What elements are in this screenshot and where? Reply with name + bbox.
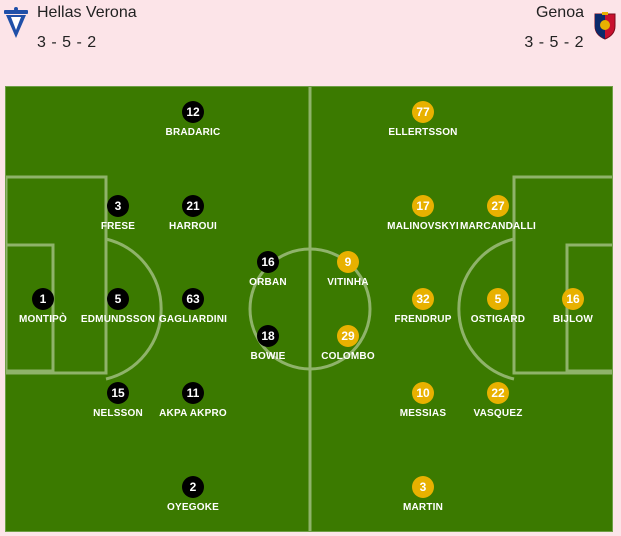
player-name: COLOMBO bbox=[321, 351, 375, 362]
home-player[interactable]: 3 FRESE bbox=[63, 195, 173, 232]
player-name: GAGLIARDINI bbox=[158, 314, 228, 325]
player-name: EDMUNDSSON bbox=[80, 314, 156, 325]
player-name: VASQUEZ bbox=[473, 408, 523, 419]
home-player[interactable]: 11 AKPA AKPRO bbox=[138, 382, 248, 419]
away-player[interactable]: 9 VITINHA bbox=[293, 251, 403, 288]
player-number: 5 bbox=[487, 288, 509, 310]
player-number: 1 bbox=[32, 288, 54, 310]
home-player[interactable]: 15 NELSSON bbox=[63, 382, 173, 419]
player-name: FRENDRUP bbox=[394, 314, 452, 325]
player-number: 3 bbox=[107, 195, 129, 217]
player-name: ELLERTSSON bbox=[388, 127, 458, 138]
home-formation: 3 - 5 - 2 bbox=[37, 34, 97, 51]
home-player[interactable]: 5 EDMUNDSSON bbox=[63, 288, 173, 325]
player-name: MONTIPÒ bbox=[18, 314, 68, 325]
away-player[interactable]: 77 ELLERTSSON bbox=[368, 101, 478, 138]
away-player[interactable]: 32 FRENDRUP bbox=[368, 288, 478, 325]
player-name: BIJLOW bbox=[552, 314, 594, 325]
player-number: 9 bbox=[337, 251, 359, 273]
hellas-verona-crest-icon bbox=[2, 6, 30, 47]
home-player[interactable]: 12 BRADARIC bbox=[138, 101, 248, 138]
player-number: 63 bbox=[182, 288, 204, 310]
player-number: 77 bbox=[412, 101, 434, 123]
away-player[interactable]: 27 MARCANDALLI bbox=[443, 195, 553, 232]
away-player[interactable]: 5 OSTIGARD bbox=[443, 288, 553, 325]
home-player[interactable]: 1 MONTIPÒ bbox=[0, 288, 98, 325]
away-formation: 3 - 5 - 2 bbox=[524, 34, 584, 51]
player-number: 16 bbox=[257, 251, 279, 273]
player-name: HARROUI bbox=[168, 221, 218, 232]
away-player[interactable]: 22 VASQUEZ bbox=[443, 382, 553, 419]
home-player[interactable]: 2 OYEGOKE bbox=[138, 476, 248, 513]
home-player[interactable]: 63 GAGLIARDINI bbox=[138, 288, 248, 325]
player-name: MARTIN bbox=[402, 502, 444, 513]
player-number: 32 bbox=[412, 288, 434, 310]
player-number: 16 bbox=[562, 288, 584, 310]
player-number: 18 bbox=[257, 325, 279, 347]
player-name: BRADARIC bbox=[165, 127, 221, 138]
player-number: 15 bbox=[107, 382, 129, 404]
home-team-name: Hellas Verona bbox=[37, 4, 137, 21]
player-name: ORBAN bbox=[249, 277, 287, 288]
player-number: 22 bbox=[487, 382, 509, 404]
player-name: OYEGOKE bbox=[167, 502, 219, 513]
player-name: MALINOVSKYI bbox=[387, 221, 459, 232]
player-number: 11 bbox=[182, 382, 204, 404]
player-number: 27 bbox=[487, 195, 509, 217]
away-player[interactable]: 3 MARTIN bbox=[368, 476, 478, 513]
player-number: 3 bbox=[412, 476, 434, 498]
away-team-name: Genoa bbox=[535, 4, 584, 21]
player-name: AKPA AKPRO bbox=[159, 408, 227, 419]
player-name: MARCANDALLI bbox=[459, 221, 537, 232]
player-number: 12 bbox=[182, 101, 204, 123]
home-player[interactable]: 21 HARROUI bbox=[138, 195, 248, 232]
player-number: 10 bbox=[412, 382, 434, 404]
away-player[interactable]: 29 COLOMBO bbox=[293, 325, 403, 362]
away-player[interactable]: 17 MALINOVSKYI bbox=[368, 195, 478, 232]
player-number: 17 bbox=[412, 195, 434, 217]
player-name: BOWIE bbox=[250, 351, 286, 362]
player-number: 2 bbox=[182, 476, 204, 498]
player-name: OSTIGARD bbox=[470, 314, 526, 325]
home-player[interactable]: 18 BOWIE bbox=[213, 325, 323, 362]
player-name: MESSIAS bbox=[399, 408, 447, 419]
player-number: 5 bbox=[107, 288, 129, 310]
away-player[interactable]: 16 BIJLOW bbox=[518, 288, 621, 325]
player-number: 21 bbox=[182, 195, 204, 217]
player-name: FRESE bbox=[100, 221, 136, 232]
away-player[interactable]: 10 MESSIAS bbox=[368, 382, 478, 419]
player-name: VITINHA bbox=[327, 277, 369, 288]
genoa-crest-icon bbox=[594, 12, 616, 45]
player-name: NELSSON bbox=[93, 408, 143, 419]
player-number: 29 bbox=[337, 325, 359, 347]
home-player[interactable]: 16 ORBAN bbox=[213, 251, 323, 288]
